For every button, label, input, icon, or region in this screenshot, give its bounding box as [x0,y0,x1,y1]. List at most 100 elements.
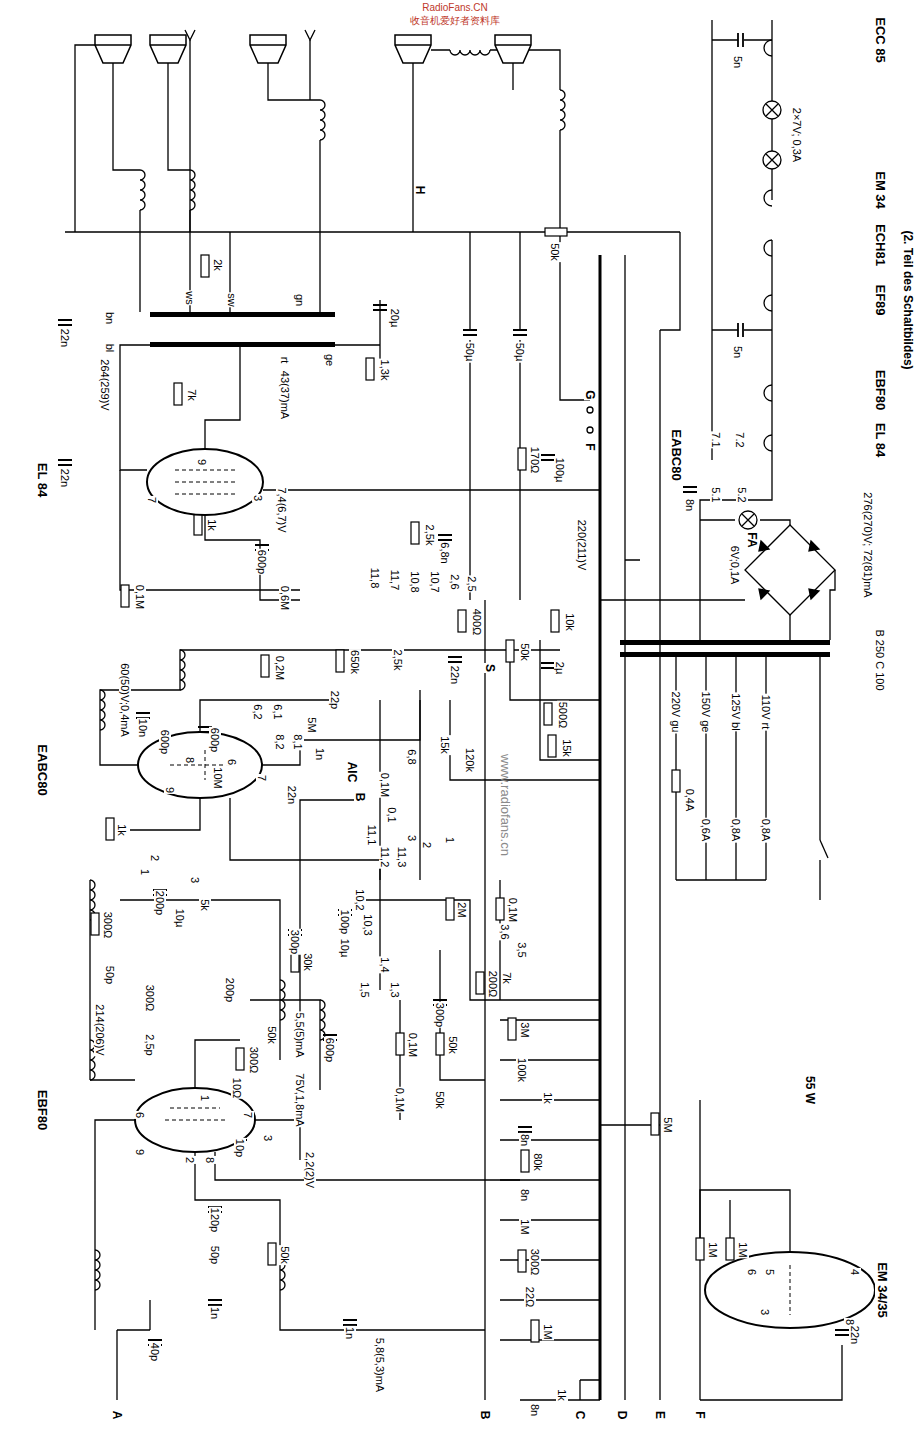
component-value: 50µ [464,342,476,363]
component-value: 1n [314,747,326,761]
pin-number: bl [104,343,116,354]
signal-name: B [479,1410,491,1421]
pin-number: 8,1 [292,733,304,750]
component-value: 1k [542,1091,554,1105]
pin-number: 10,7 [429,570,441,593]
pin-number: 2,6 [449,573,461,590]
component-value: 15k [561,738,573,758]
signal-name: A [111,1410,123,1421]
component-value: 200p [224,977,236,1003]
pin-number: 2 [421,841,433,849]
component-value: 0,6A [700,818,712,843]
tube-name: EBF80 [35,1089,49,1131]
component-value: 2,5k [392,649,404,672]
signal-name: AIC [346,761,358,784]
signal-name: G [584,389,596,400]
component-value: 0,1M [379,772,391,798]
component-value: 10M [212,766,224,789]
component-value: 75V,1,8mA [294,1072,306,1127]
component-value: 50k [279,1245,291,1265]
tube-name: EABC80 [35,743,49,796]
pin-number: 8,2 [274,733,286,750]
component-value: 2k [212,258,224,272]
component-value: 6,8n [439,541,451,564]
watermark: RadioFans.CN [421,2,489,14]
component-value: 200Ω [487,970,499,999]
component-value: 10Ω [231,1077,243,1099]
component-value: 600p [324,1037,336,1063]
component-value: 110V rt [760,694,772,731]
component-value: 170Ω [529,446,541,475]
component-value: 0,8A [760,818,772,843]
component-value: 22n [59,468,71,488]
pin-number: 10,8 [409,570,421,593]
pin-number: 7 [256,774,268,782]
component-value: 10µ [174,908,186,929]
component-value: 5n [732,345,744,359]
pin-number: 1 [199,1094,211,1102]
tube-name: EL 84 [35,462,49,498]
component-value: 5n [732,55,744,69]
pin-number: 6,1 [272,703,284,720]
component-value: 214(206)V [94,1003,106,1056]
component-value: 1k [556,1388,568,1402]
component-value: 22n [449,665,461,685]
pin-number: ge [324,353,336,367]
tube-name: ECH81 [873,223,887,267]
pin-number: 1,5 [359,981,371,998]
pin-number: 9 [196,458,208,466]
component-value: 600p [256,549,268,575]
signal-name: F [694,1410,706,1419]
component-value: 120k [464,747,476,773]
component-value: 300p [289,929,301,955]
watermark: www.radiofans.cn [499,753,511,857]
signal-name: E [654,1410,666,1420]
component-value: 50k [434,1090,446,1110]
tube-name: ECC 85 [873,16,887,64]
component-value: 50p [209,1245,221,1265]
component-value: 20µ [389,308,401,329]
signal-name: D [616,1410,628,1421]
component-value: 6V;0,1A [729,545,741,586]
component-value: 43(37)mA [279,370,291,420]
signal-name: C [574,1410,586,1421]
component-value: 40p [149,1342,161,1362]
component-value: B 250 C 100 [874,628,886,691]
component-value: 0,1 [386,806,398,823]
pin-number: 7 [242,1111,254,1119]
pin-number: ws [184,290,196,305]
component-value: 5M [306,716,318,733]
component-value: 5,5(5)mA [294,1011,306,1058]
signal-name: B [354,792,366,803]
component-value: 0,4A [684,788,696,813]
pin-number: 11,3 [396,846,408,869]
component-value: 50k [266,1025,278,1045]
component-value: 22n [59,328,71,348]
tube-name: EM 34 [873,170,887,210]
component-value: 2µ [554,661,566,675]
tube-name: EBF80 [873,369,887,411]
pin-number: 3 [759,1308,771,1316]
component-value: 22n [286,785,298,805]
component-value: 10p [234,1138,246,1158]
component-value: 1k [116,823,128,837]
pin-number: 1 [444,836,456,844]
component-value: 50k [519,642,531,662]
component-value: 30k [302,952,314,972]
component-value: 5M [662,1116,674,1133]
component-value: 50p [104,965,116,985]
pin-number: 3,6 [499,923,511,940]
pin-number: bn [104,311,116,325]
pin-number: 11,7 [389,569,401,592]
component-value: 0,8A [730,818,742,843]
component-value: 5k [199,898,211,912]
signal-name: S [484,663,496,673]
pin-number: 7 [146,496,158,504]
component-value: 300Ω [144,984,156,1013]
component-value: 264(259)V [99,358,111,411]
component-value: 1n [344,1326,356,1340]
component-value: 1k [206,518,218,532]
component-value: 0,2M [274,655,286,681]
component-value: 1M [737,1241,749,1258]
